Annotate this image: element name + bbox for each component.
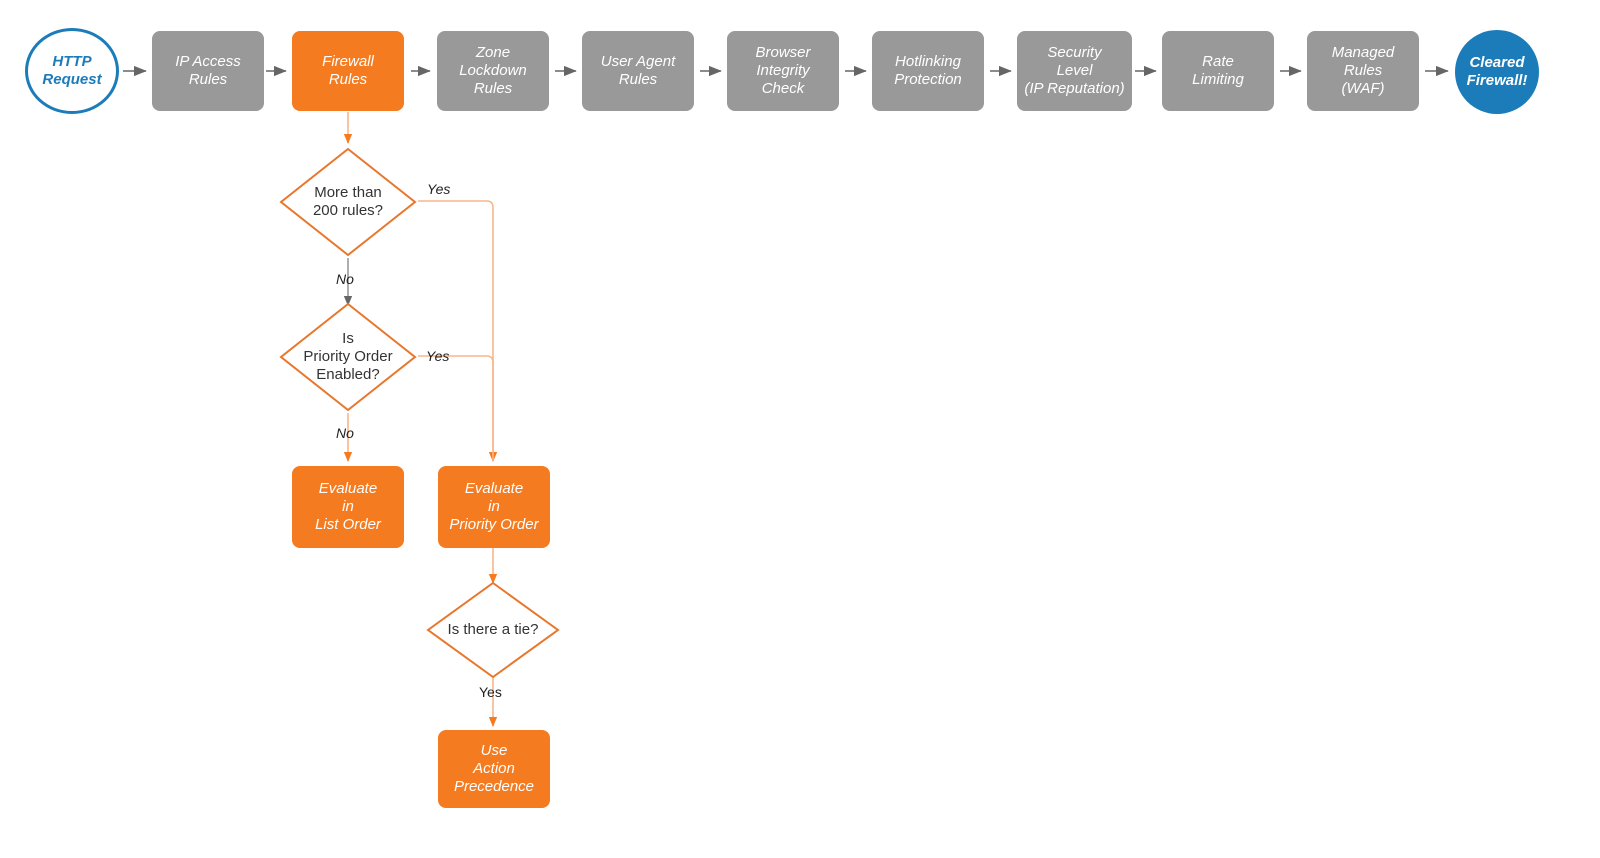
node-security-level[interactable]: Security Level (IP Reputation): [1017, 31, 1132, 111]
decision-is-there-a-tie[interactable]: Is there a tie?: [425, 580, 561, 680]
edge-label-more200-no: No: [336, 271, 354, 287]
decision-more-than-200-rules[interactable]: More than 200 rules?: [278, 146, 418, 258]
edge-priority-yes-to-priority-order-box: [418, 355, 494, 461]
edge-label-more200-yes: Yes: [427, 181, 451, 197]
node-hotlinking-protection-label: Hotlinking Protection: [894, 53, 962, 88]
node-use-action-precedence-label: Use Action Precedence: [453, 742, 535, 795]
node-http-request-label: HTTP Request: [42, 53, 102, 88]
node-managed-rules-waf-label: Managed Rules (WAF): [1331, 44, 1395, 97]
node-firewall-rules-label: Firewall Rules: [322, 53, 374, 88]
node-rate-limiting-label: Rate Limiting: [1192, 53, 1244, 88]
node-firewall-rules[interactable]: Firewall Rules: [292, 31, 404, 111]
diamond-shape-is-there-a-tie: [426, 581, 560, 679]
node-evaluate-in-priority-order[interactable]: Evaluate in Priority Order: [438, 466, 550, 548]
node-evaluate-in-list-order-label: Evaluate in List Order: [315, 480, 381, 533]
node-ip-access-rules[interactable]: IP Access Rules: [152, 31, 264, 111]
node-zone-lockdown-rules[interactable]: Zone Lockdown Rules: [437, 31, 549, 111]
node-http-request[interactable]: HTTP Request: [25, 28, 119, 114]
node-ip-access-rules-label: IP Access Rules: [175, 53, 241, 88]
node-managed-rules-waf[interactable]: Managed Rules (WAF): [1307, 31, 1419, 111]
edge-label-tie-yes: Yes: [479, 684, 502, 700]
node-user-agent-rules-label: User Agent Rules: [600, 53, 676, 88]
node-rate-limiting[interactable]: Rate Limiting: [1162, 31, 1274, 111]
decision-is-priority-order-enabled[interactable]: Is Priority Order Enabled?: [278, 301, 418, 413]
node-browser-integrity-check[interactable]: Browser Integrity Check: [727, 31, 839, 111]
node-browser-integrity-check-label: Browser Integrity Check: [755, 44, 811, 97]
node-evaluate-in-priority-order-label: Evaluate in Priority Order: [449, 480, 539, 533]
node-cleared-firewall-label: Cleared Firewall!: [1466, 54, 1528, 89]
node-user-agent-rules[interactable]: User Agent Rules: [582, 31, 694, 111]
diamond-shape-priority-order: [279, 302, 417, 412]
node-use-action-precedence[interactable]: Use Action Precedence: [438, 730, 550, 808]
edge-label-priority-no: No: [336, 425, 354, 441]
node-security-level-label: Security Level (IP Reputation): [1024, 44, 1125, 97]
edge-more200-yes-to-priority-order-box: [418, 200, 498, 462]
node-zone-lockdown-rules-label: Zone Lockdown Rules: [459, 44, 527, 97]
node-hotlinking-protection[interactable]: Hotlinking Protection: [872, 31, 984, 111]
node-evaluate-in-list-order[interactable]: Evaluate in List Order: [292, 466, 404, 548]
diamond-shape-more-than-200: [279, 147, 417, 257]
node-cleared-firewall[interactable]: Cleared Firewall!: [1455, 30, 1539, 114]
edge-label-priority-yes: Yes: [426, 348, 450, 364]
